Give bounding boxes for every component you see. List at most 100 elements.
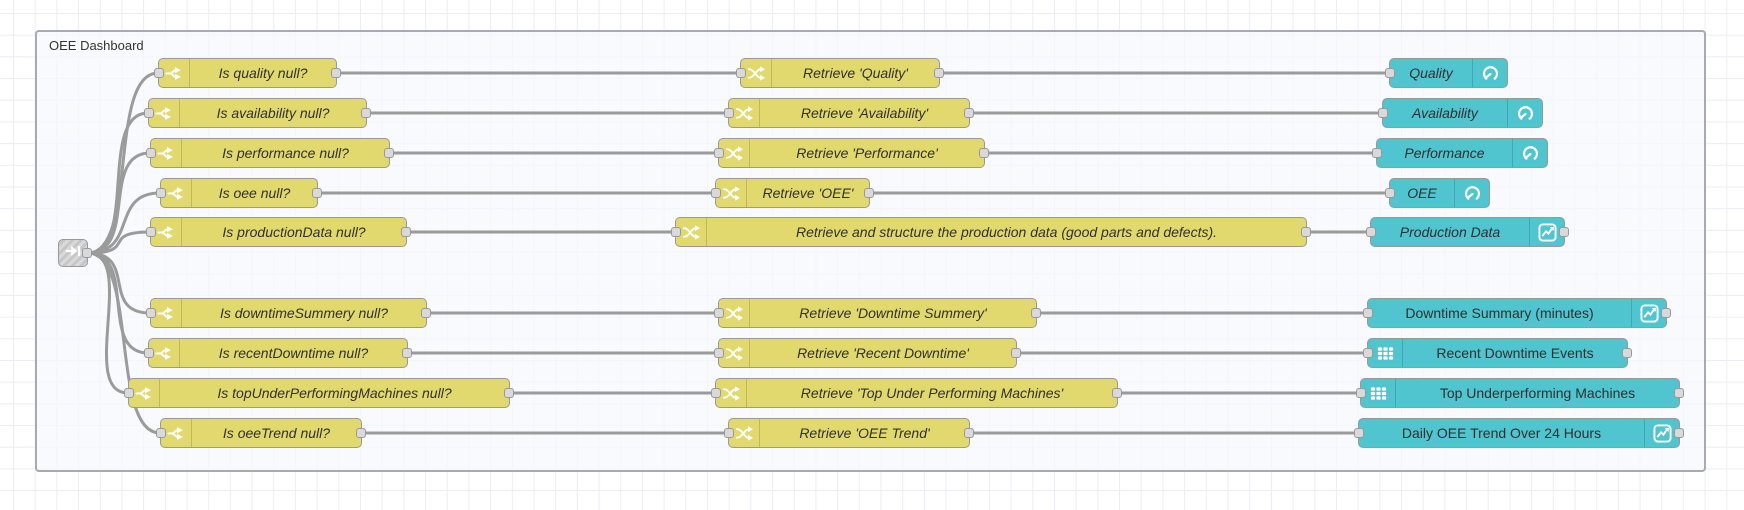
output-node-oee[interactable]: OEE — [1385, 178, 1490, 208]
input-port[interactable] — [714, 348, 724, 358]
input-port[interactable] — [1356, 388, 1366, 398]
wire[interactable] — [87, 251, 161, 435]
node-label: Retrieve and structure the production da… — [795, 224, 1218, 240]
input-port[interactable] — [724, 428, 734, 438]
change-node-retrieve-recent-downtime[interactable]: Retrieve 'Recent Downtime' — [714, 338, 1021, 368]
switch-node-is-availability-null[interactable]: Is availability null? — [144, 98, 371, 128]
output-node-recent-downtime-events[interactable]: Recent Downtime Events — [1363, 338, 1632, 368]
output-port[interactable] — [1301, 227, 1311, 237]
input-port[interactable] — [1378, 108, 1388, 118]
switch-node-is-quality-null[interactable]: Is quality null? — [154, 58, 341, 88]
node-label: Is topUnderPerformingMachines null? — [217, 385, 452, 401]
node-label: Retrieve 'Quality' — [803, 65, 908, 81]
switch-node-is-performance-null[interactable]: Is performance null? — [146, 138, 394, 168]
input-port[interactable] — [146, 148, 156, 158]
output-port[interactable] — [402, 348, 412, 358]
output-port[interactable] — [964, 428, 974, 438]
input-port[interactable] — [156, 188, 166, 198]
switch-node-is-oee-null[interactable]: Is oee null? — [156, 178, 322, 208]
link-in-node[interactable] — [58, 239, 92, 267]
input-port[interactable] — [1363, 348, 1373, 358]
change-node-retrieve-top-under-performing-machines[interactable]: Retrieve 'Top Under Performing Machines' — [711, 378, 1122, 408]
output-port[interactable] — [1661, 308, 1671, 318]
output-port[interactable] — [1622, 348, 1632, 358]
table-icon — [1368, 339, 1403, 367]
output-port[interactable] — [312, 188, 322, 198]
output-node-production-data[interactable]: Production Data — [1366, 217, 1569, 247]
switch-icon — [151, 299, 182, 327]
change-node-retrieve-oee-trend[interactable]: Retrieve 'OEE Trend' — [724, 418, 974, 448]
input-port[interactable] — [711, 388, 721, 398]
output-port[interactable] — [361, 108, 371, 118]
input-port[interactable] — [711, 188, 721, 198]
input-port[interactable] — [724, 108, 734, 118]
output-port[interactable] — [1674, 388, 1684, 398]
output-node-top-underperforming-machines[interactable]: Top Underperforming Machines — [1356, 378, 1684, 408]
node-label: Is downtimeSummery null? — [219, 305, 389, 321]
switch-node-is-productiondata-null[interactable]: Is productionData null? — [146, 217, 411, 247]
input-port[interactable] — [1385, 68, 1395, 78]
output-port[interactable] — [934, 68, 944, 78]
change-node-retrieve-oee[interactable]: Retrieve 'OEE' — [711, 178, 874, 208]
output-port[interactable] — [1031, 308, 1041, 318]
input-port[interactable] — [1372, 148, 1382, 158]
input-port[interactable] — [1366, 227, 1376, 237]
wire[interactable] — [87, 191, 161, 255]
change-node-retrieve-and-structure-the-production-da[interactable]: Retrieve and structure the production da… — [671, 217, 1311, 247]
input-port[interactable] — [736, 68, 746, 78]
output-port[interactable] — [384, 148, 394, 158]
change-node-retrieve-availability[interactable]: Retrieve 'Availability' — [724, 98, 974, 128]
output-node-availability[interactable]: Availability — [1378, 98, 1543, 128]
output-port[interactable] — [1112, 388, 1122, 398]
input-port[interactable] — [146, 308, 156, 318]
input-port[interactable] — [1363, 308, 1373, 318]
output-port[interactable] — [504, 388, 514, 398]
switch-node-is-downtimesummery-null[interactable]: Is downtimeSummery null? — [146, 298, 431, 328]
switch-icon — [159, 59, 190, 87]
input-port[interactable] — [714, 308, 724, 318]
change-node-retrieve-performance[interactable]: Retrieve 'Performance' — [714, 138, 989, 168]
output-node-downtime-summary-minutes[interactable]: Downtime Summary (minutes) — [1363, 298, 1671, 328]
input-port[interactable] — [1354, 428, 1364, 438]
output-port[interactable] — [331, 68, 341, 78]
output-port[interactable] — [964, 108, 974, 118]
input-port[interactable] — [146, 227, 156, 237]
input-port[interactable] — [144, 108, 154, 118]
output-port[interactable] — [979, 148, 989, 158]
wire[interactable] — [87, 230, 151, 255]
node-label: Retrieve 'Downtime Summery' — [799, 305, 987, 321]
switch-node-is-oeetrend-null[interactable]: Is oeeTrend null? — [156, 418, 366, 448]
output-node-performance[interactable]: Performance — [1372, 138, 1548, 168]
output-port[interactable] — [401, 227, 411, 237]
node-label: Is oeeTrend null? — [222, 425, 331, 441]
output-port[interactable] — [864, 188, 874, 198]
input-port[interactable] — [714, 148, 724, 158]
input-port[interactable] — [1385, 188, 1395, 198]
output-port[interactable] — [1011, 348, 1021, 358]
switch-node-is-recentdowntime-null[interactable]: Is recentDowntime null? — [144, 338, 412, 368]
input-port[interactable] — [671, 227, 681, 237]
gauge-icon — [1507, 99, 1542, 127]
output-port[interactable] — [1559, 227, 1569, 237]
output-port[interactable] — [421, 308, 431, 318]
output-port[interactable] — [1674, 428, 1684, 438]
gauge-icon — [1454, 179, 1489, 207]
output-node-quality[interactable]: Quality — [1385, 58, 1508, 88]
input-port[interactable] — [124, 388, 134, 398]
input-port[interactable] — [154, 68, 164, 78]
gauge-icon — [1512, 139, 1547, 167]
chart-icon — [1529, 218, 1564, 246]
change-node-retrieve-downtime-summery[interactable]: Retrieve 'Downtime Summery' — [714, 298, 1041, 328]
node-label: Retrieve 'Availability' — [800, 105, 929, 121]
node-label: Is performance null? — [222, 145, 349, 161]
switch-node-is-topunderperformingmachines-null[interactable]: Is topUnderPerformingMachines null? — [124, 378, 514, 408]
link-in-icon — [64, 242, 82, 265]
output-port[interactable] — [356, 428, 366, 438]
output-node-daily-oee-trend-over-24-hours[interactable]: Daily OEE Trend Over 24 Hours — [1354, 418, 1684, 448]
input-port[interactable] — [156, 428, 166, 438]
change-node-retrieve-quality[interactable]: Retrieve 'Quality' — [736, 58, 944, 88]
wire[interactable] — [87, 151, 151, 255]
input-port[interactable] — [144, 348, 154, 358]
output-port[interactable] — [82, 248, 92, 258]
